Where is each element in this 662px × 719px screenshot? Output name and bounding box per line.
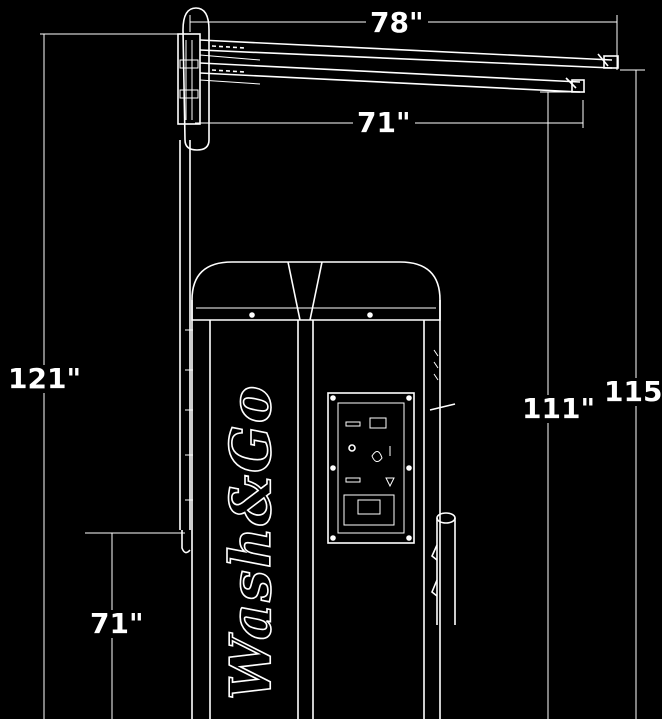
washgo-logo: Wash&Go	[217, 383, 285, 701]
dim-arm-short-label: 71"	[353, 109, 415, 137]
logo-text: Wash&Go	[218, 384, 284, 700]
hose-pole	[179, 140, 193, 554]
dim-total-height-label: 121"	[4, 365, 86, 393]
control-panel	[327, 392, 415, 544]
dim-arm-long-label: 78"	[366, 9, 428, 37]
pivot-mast	[177, 7, 210, 151]
dim-arm-height-label: 115"	[600, 378, 662, 406]
wand-holder	[431, 512, 456, 625]
dim-hose-height-label: 71"	[86, 610, 148, 638]
boom-arm	[199, 39, 619, 93]
cabinet	[191, 261, 456, 719]
dim-unit-height-label: 111"	[518, 395, 600, 423]
